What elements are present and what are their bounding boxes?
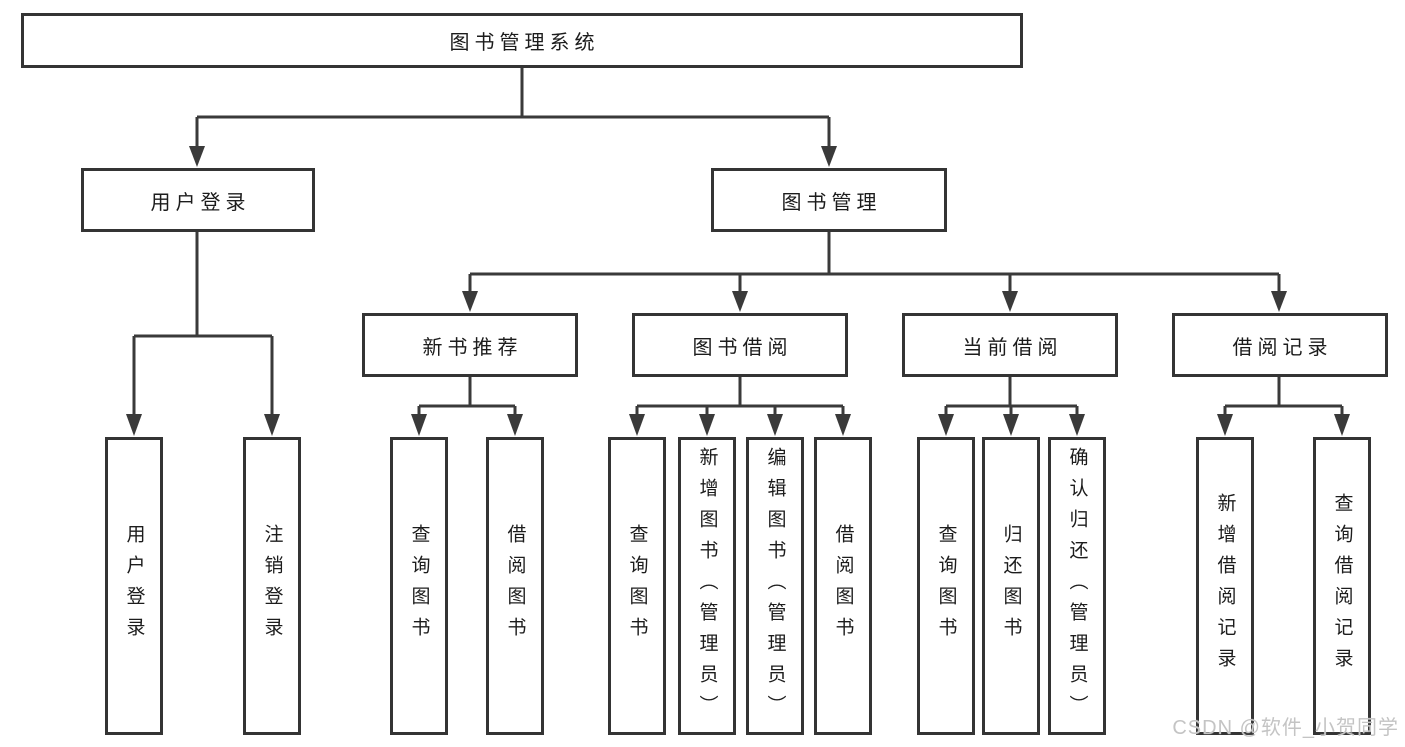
csdn-watermark: CSDN @软件_小贺同学 — [1172, 717, 1399, 739]
node-book-management-branch: 图书管理 — [711, 168, 947, 232]
leaf-label: 编辑图书（管理员） — [764, 446, 786, 726]
leaf-query-books-3: 查询图书 — [917, 437, 975, 735]
node-current-borrow: 当前借阅 — [902, 313, 1118, 377]
leaf-label: 新增借阅记录 — [1214, 493, 1236, 679]
leaf-label: 用户登录 — [123, 524, 145, 648]
leaf-label: 新增图书（管理员） — [696, 446, 718, 726]
node-user-login-branch: 用户登录 — [81, 168, 315, 232]
leaf-borrow-books-1: 借阅图书 — [486, 437, 544, 735]
leaf-user-login: 用户登录 — [105, 437, 163, 735]
node-book-borrow: 图书借阅 — [632, 313, 848, 377]
edge-borrow-to-children — [635, 377, 845, 417]
leaf-query-books-1: 查询图书 — [390, 437, 448, 735]
leaf-query-borrow-record: 查询借阅记录 — [1313, 437, 1371, 735]
leaf-add-books-admin: 新增图书（管理员） — [678, 437, 736, 735]
leaf-label: 确认归还（管理员） — [1066, 446, 1088, 726]
leaf-confirm-return-admin: 确认归还（管理员） — [1048, 437, 1106, 735]
node-label: 图书借阅 — [692, 336, 793, 359]
edge-current-to-children — [944, 377, 1079, 417]
edge-root-to-level2 — [195, 68, 831, 149]
edge-newbooks-to-children — [417, 377, 517, 417]
leaf-label: 查询图书 — [408, 524, 430, 648]
node-label: 图书管理 — [781, 191, 882, 214]
leaf-label: 查询图书 — [935, 524, 957, 648]
leaf-label: 借阅图书 — [832, 524, 854, 648]
node-borrow-records: 借阅记录 — [1172, 313, 1388, 377]
edge-bookmgmt-to-level3 — [468, 232, 1281, 294]
edge-records-to-children — [1223, 377, 1344, 417]
leaf-add-borrow-record: 新增借阅记录 — [1196, 437, 1254, 735]
leaf-label: 归还图书 — [1000, 524, 1022, 648]
edge-userlogin-to-children — [132, 232, 274, 417]
node-label: 新书推荐 — [422, 336, 523, 359]
leaf-label: 借阅图书 — [504, 524, 526, 648]
leaf-query-books-2: 查询图书 — [608, 437, 666, 735]
node-label: 借阅记录 — [1232, 336, 1333, 359]
node-root-label: 图书管理系统 — [449, 32, 600, 54]
leaf-logout: 注销登录 — [243, 437, 301, 735]
node-label: 用户登录 — [150, 191, 251, 214]
leaf-edit-books-admin: 编辑图书（管理员） — [746, 437, 804, 735]
leaf-label: 查询图书 — [626, 524, 648, 648]
leaf-label: 注销登录 — [261, 524, 283, 648]
node-label: 当前借阅 — [962, 336, 1063, 359]
node-root-system: 图书管理系统 — [21, 13, 1023, 68]
node-new-book-recommend: 新书推荐 — [362, 313, 578, 377]
leaf-borrow-books-2: 借阅图书 — [814, 437, 872, 735]
leaf-label: 查询借阅记录 — [1331, 493, 1353, 679]
leaf-return-books: 归还图书 — [982, 437, 1040, 735]
